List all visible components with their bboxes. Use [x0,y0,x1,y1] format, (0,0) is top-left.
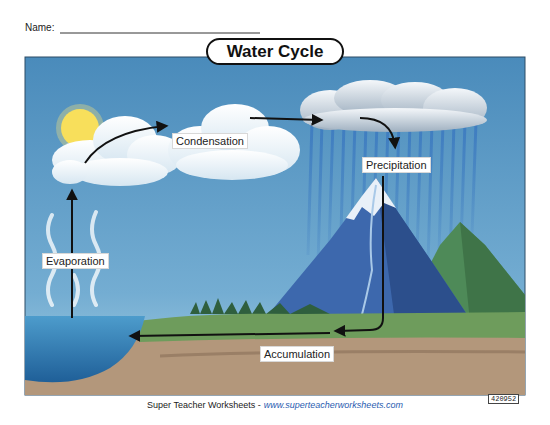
left-cloud [52,116,183,186]
rain-cloud [300,80,487,132]
name-field-label: Name: [25,22,54,33]
publisher-name: Super Teacher Worksheets - [147,400,261,410]
stage-name: Precipitation [366,159,427,171]
stage-name: Evaporation [46,255,105,267]
soil-layer [160,352,525,357]
tree-line [190,298,330,314]
stage-label: Condensation [172,133,248,149]
title-pill: Water Cycle [206,38,344,65]
stage-label: Accumulation [260,346,334,362]
stage-label: Evaporation [42,253,109,269]
stage-name: Accumulation [264,348,330,360]
sky [25,57,525,395]
middle-cloud [168,104,300,180]
stage-name: Condensation [176,135,244,147]
publisher-url: www.superteacherworksheets.com [264,400,403,410]
footer-line: Super Teacher Worksheets -www.superteach… [0,399,550,411]
cycle-arrows [72,118,395,336]
worksheet-id: 420952 [488,394,519,404]
stage-label: Precipitation [362,157,431,173]
grass [130,312,525,342]
snowy-mountain [262,178,472,322]
sea [25,316,145,382]
name-line [60,33,260,34]
